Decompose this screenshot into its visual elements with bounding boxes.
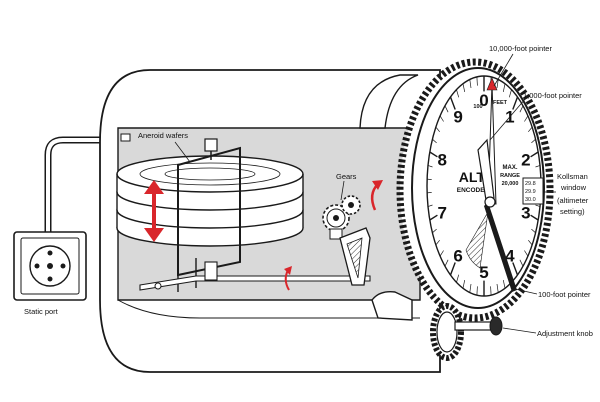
pointer-100-hand <box>484 202 517 292</box>
dial-tick <box>444 259 449 267</box>
dial-tick <box>432 138 437 144</box>
dial-number-3: 3 <box>521 204 530 223</box>
gears <box>322 195 371 286</box>
label-aneroid-wafers: Aneroid wafers <box>138 131 189 140</box>
dial-tick <box>528 126 533 133</box>
motion-arrows <box>144 180 383 291</box>
dial-number-6: 6 <box>453 247 462 266</box>
dial-tick <box>449 96 456 110</box>
dial-tick <box>444 105 449 113</box>
dial-tick <box>429 151 438 158</box>
dial-tick <box>502 280 506 289</box>
dial-tick <box>462 83 466 92</box>
dial-tick <box>535 165 541 168</box>
dial-number-8: 8 <box>437 150 446 169</box>
dial-tick <box>439 250 444 257</box>
dial-tick <box>528 239 533 246</box>
dial-tick <box>530 151 539 158</box>
dial-tick <box>469 283 472 293</box>
aneroid-wafers <box>116 155 304 247</box>
kollsman-window: 29.8 29.9 30.0 <box>522 177 544 205</box>
dial-tick <box>456 274 460 283</box>
dial-tick <box>502 83 506 92</box>
dial-number-4: 4 <box>505 247 515 266</box>
dial-tick <box>512 262 519 276</box>
kollsman-value-3: 30.0 <box>525 197 536 203</box>
dial-encoded-label: ENCODED <box>457 187 490 194</box>
dial-tick <box>508 89 512 98</box>
label-static-port: Static port <box>24 307 58 316</box>
label-pointer-100: 100-foot pointer <box>538 290 591 299</box>
dial-tick <box>449 262 456 276</box>
kollsman-value-1: 29.8 <box>525 181 536 187</box>
dial-tick <box>427 165 433 168</box>
dial-tick <box>429 214 438 221</box>
dial-number-5: 5 <box>479 263 488 282</box>
label-kollsman-1: Kollsman <box>557 172 588 181</box>
dial-tick <box>476 76 478 86</box>
dial-tick <box>531 138 536 144</box>
dial-tick <box>524 250 529 257</box>
label-pointer-1000: 1,000-foot pointer <box>523 91 582 100</box>
pointers <box>477 77 517 292</box>
dial-tick <box>535 204 541 207</box>
dial-range-value: 20,000 <box>502 181 519 187</box>
adjustment-mechanism <box>430 303 503 361</box>
dial-tick <box>519 259 524 267</box>
dial-tick <box>496 79 499 89</box>
static-port <box>13 136 116 301</box>
dial-tick <box>512 96 519 110</box>
dial-unit-feet: FEET <box>493 100 508 106</box>
dial-center-text: ALT. ENCODED MAX. RANGE 20,000 100 FEET <box>457 100 521 194</box>
leader-lines <box>174 53 556 334</box>
dial-tick <box>439 115 444 122</box>
label-kollsman-2: window <box>561 183 587 192</box>
label-pointer-10000: 10,000-foot pointer <box>489 44 552 53</box>
dial-tick <box>432 228 437 234</box>
dial-tick <box>435 126 440 133</box>
dial-tick <box>456 89 460 98</box>
dial-tick <box>427 178 432 180</box>
dial-tick <box>427 192 432 194</box>
low-altitude-hatch <box>465 211 489 269</box>
dial-tick <box>469 79 472 89</box>
dial-tick <box>519 105 524 113</box>
kollsman-value-2: 29.9 <box>525 189 536 195</box>
label-gears: Gears <box>336 172 357 181</box>
dial-range-label: RANGE <box>500 173 520 179</box>
dial-tick <box>490 286 492 296</box>
dial-number-7: 7 <box>437 204 446 223</box>
dial-tick <box>531 228 536 234</box>
dial-unit-100: 100 <box>473 104 482 110</box>
dial-tick <box>530 214 539 221</box>
dial-tick <box>462 280 466 289</box>
linkage-shaft <box>139 261 371 291</box>
dial-tick <box>435 239 440 246</box>
label-kollsman-4: setting) <box>560 207 585 216</box>
dial-number-2: 2 <box>521 150 530 169</box>
dial-tick <box>524 115 529 122</box>
dial-tick <box>427 204 433 207</box>
dial-tick <box>496 283 499 293</box>
dial-number-0: 0 <box>479 91 488 110</box>
label-adjustment-knob: Adjustment knob <box>537 329 593 338</box>
label-kollsman-3: (altimeter <box>557 196 589 205</box>
dial-number-9: 9 <box>453 107 462 126</box>
dial-alt-label: ALT. <box>459 169 488 185</box>
adjustment-knob[interactable] <box>489 316 503 336</box>
dial-tick <box>476 286 478 296</box>
dial-max-label: MAX. <box>503 165 518 171</box>
